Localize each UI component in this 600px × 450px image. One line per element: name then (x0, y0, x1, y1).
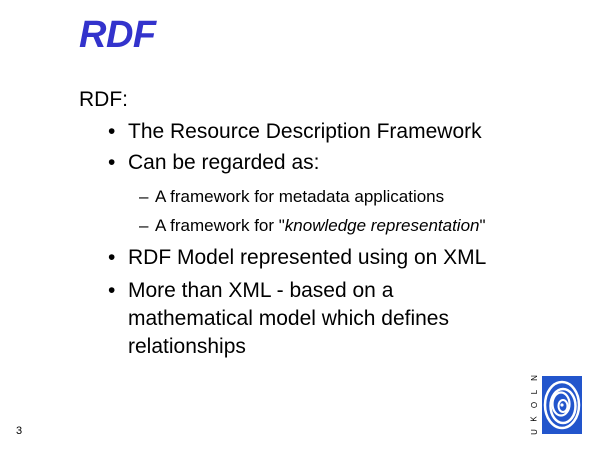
dash-symbol: – (139, 187, 149, 206)
sub-item-text: A framework for metadata applications (155, 187, 445, 206)
spiral-logo-icon (542, 376, 582, 434)
bullet-symbol: • (108, 120, 116, 143)
bullet-symbol: • (108, 151, 116, 174)
sub-item: – A framework for metadata applications (139, 187, 444, 207)
ukoln-logo: N L O K U (530, 374, 582, 436)
sub-item: – A framework for "knowledge representat… (139, 216, 486, 236)
page-number: 3 (16, 425, 23, 437)
bullet-item: • RDF Model represented using on XML (108, 244, 538, 272)
bullet-symbol: • (108, 279, 116, 302)
slide-title: RDF (79, 14, 156, 56)
bullet-item: • More than XML - based on a mathematica… (108, 277, 508, 361)
bullet-item: • The Resource Description Framework (108, 118, 538, 146)
logo-letters: N L O K U (529, 375, 539, 435)
bullet-symbol: • (108, 246, 116, 269)
bullet-text: More than XML - based on a mathematical … (128, 279, 449, 358)
bullet-text: RDF Model represented using on XML (128, 246, 487, 269)
bullet-text: Can be regarded as: (128, 151, 320, 174)
bullet-text: The Resource Description Framework (128, 120, 482, 143)
intro-label: RDF: (79, 88, 128, 111)
bullet-item: • Can be regarded as: (108, 149, 538, 177)
dash-symbol: – (139, 216, 149, 235)
sub-item-text: A framework for "knowledge representatio… (155, 216, 486, 235)
